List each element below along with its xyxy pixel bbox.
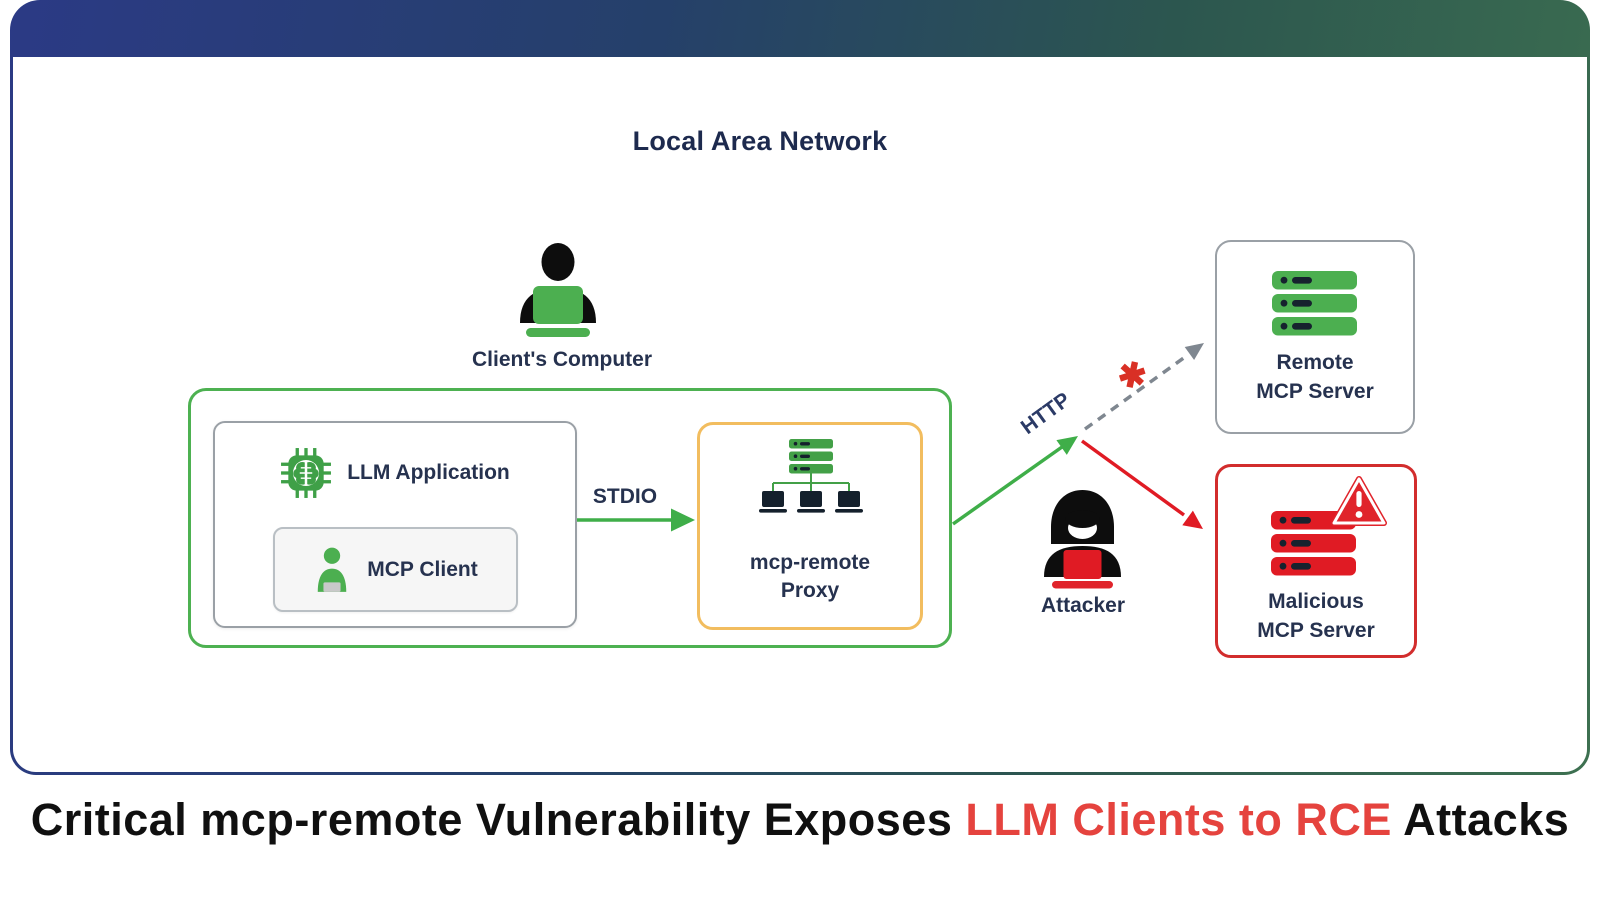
mcp-client-person-icon bbox=[313, 546, 351, 594]
headline: Critical mcp-remote Vulnerability Expose… bbox=[0, 790, 1600, 850]
remote-server-icon bbox=[1272, 271, 1358, 337]
malicious-server-label: Malicious MCP Server bbox=[1257, 590, 1375, 642]
diagram-title: Local Area Network bbox=[632, 126, 888, 156]
headline-highlight: LLM Clients to RCE bbox=[965, 794, 1392, 845]
proxy-label: mcp-remote Proxy bbox=[749, 551, 871, 602]
mcp-client-label: MCP Client bbox=[367, 557, 478, 581]
attacker-label: Attacker bbox=[1040, 594, 1126, 617]
attacker-icon bbox=[1025, 487, 1140, 589]
llm-application-label: LLM Application bbox=[347, 461, 510, 484]
headline-part1: Critical mcp-remote Vulnerability Expose… bbox=[30, 794, 966, 845]
malicious-mcp-server-box: Malicious MCP Server bbox=[1215, 464, 1417, 658]
client-computer-boundary-box bbox=[188, 388, 952, 648]
remote-server-label: Remote MCP Server bbox=[1256, 351, 1374, 403]
mcp-remote-proxy-box: mcp-remote Proxy bbox=[697, 422, 923, 630]
warning-triangle-icon bbox=[1331, 475, 1387, 527]
client-computer-icon bbox=[503, 243, 613, 343]
llm-chip-icon bbox=[280, 447, 332, 499]
client-computer-label: Client's Computer bbox=[471, 348, 652, 371]
headline-part2: Attacks bbox=[1391, 794, 1570, 845]
stdio-label: STDIO bbox=[592, 485, 658, 508]
mcp-client-box: MCP Client bbox=[273, 527, 518, 612]
proxy-network-icon bbox=[750, 439, 872, 521]
remote-mcp-server-box: Remote MCP Server bbox=[1215, 240, 1415, 434]
